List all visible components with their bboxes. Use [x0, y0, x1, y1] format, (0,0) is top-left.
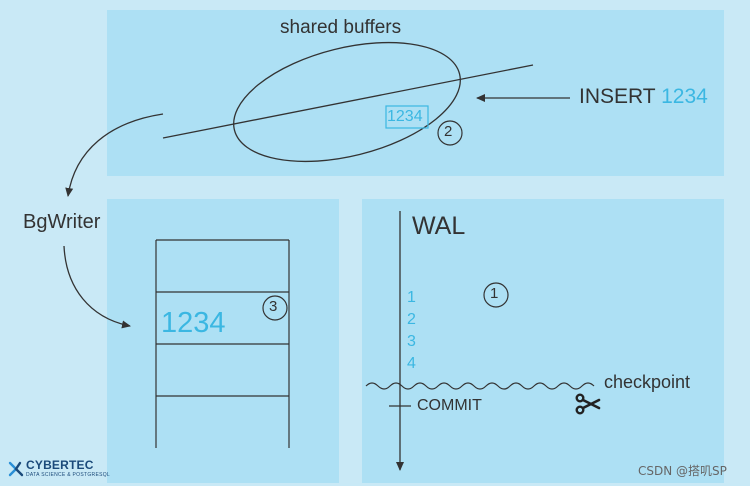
wal-entry: 4	[407, 355, 416, 372]
data-file-panel	[107, 199, 339, 483]
cybertec-logo: CYBERTEC DATA SCIENCE & POSTGRESQL	[26, 458, 110, 479]
scissors-icon	[575, 393, 601, 415]
buffer-page-value: 1234	[387, 108, 423, 125]
commit-label: COMMIT	[417, 397, 482, 414]
checkpoint-wave	[365, 382, 595, 390]
shared-buffers-label: shared buffers	[280, 17, 402, 38]
step-1-marker: 1	[490, 285, 499, 302]
bgwriter-to-datafile-arrow	[63, 245, 131, 329]
insert-keyword: INSERT	[579, 85, 656, 108]
wal-entry: 1	[407, 289, 416, 306]
data-file-table	[155, 239, 290, 448]
cybertec-logo-icon	[8, 461, 24, 477]
insert-value: 1234	[661, 85, 708, 108]
step-2-circle	[437, 120, 463, 146]
logo-name: CYBERTEC	[26, 458, 94, 472]
buffer-plane-line	[162, 64, 534, 139]
wal-entry: 3	[407, 333, 416, 350]
step-3-marker: 3	[269, 298, 278, 315]
step-2-marker: 2	[444, 123, 453, 140]
wal-title: WAL	[412, 212, 466, 240]
buffers-to-bgwriter-arrow	[65, 113, 164, 197]
logo-tagline: DATA SCIENCE & POSTGRESQL	[26, 472, 110, 478]
checkpoint-label: checkpoint	[604, 372, 691, 392]
wal-entries: 1 2 3 4	[407, 287, 416, 375]
bgwriter-label: BgWriter	[23, 211, 101, 233]
step-3-circle	[262, 295, 288, 321]
shared-buffers-panel	[107, 10, 724, 176]
buffer-page-box	[385, 105, 429, 129]
shared-buffers-ellipse	[233, 41, 461, 163]
step-1-circle	[483, 282, 509, 308]
data-file-value: 1234	[161, 307, 226, 339]
wal-panel	[362, 199, 724, 483]
wal-entry: 2	[407, 311, 416, 328]
csdn-watermark: CSDN @搭叽SP	[638, 464, 727, 478]
insert-label: INSERT 1234	[579, 85, 708, 109]
